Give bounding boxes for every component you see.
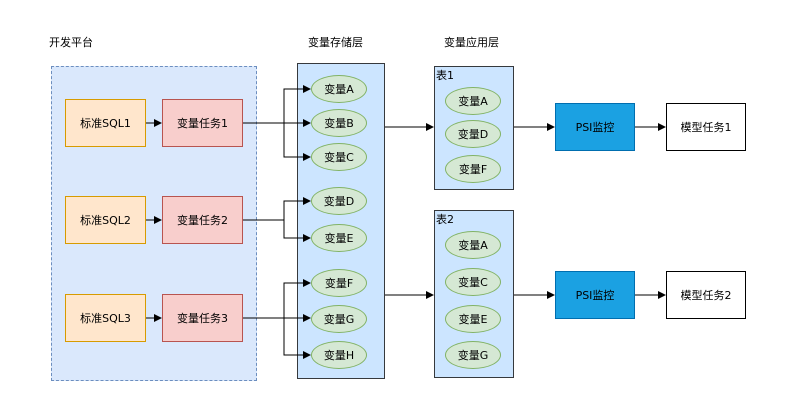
psi-box-1: PSI监控 — [555, 103, 635, 151]
arrow-task1-var-c — [283, 123, 311, 161]
table-2-title: 表2 — [436, 213, 454, 226]
table-1-var-d: 变量D — [445, 120, 501, 148]
arrow-task2-var-d — [243, 197, 311, 221]
storage-var-h: 变量H — [311, 341, 367, 369]
model-box-2: 模型任务2 — [666, 271, 746, 319]
table-2-var-e: 变量E — [445, 305, 501, 333]
application-header: 变量应用层 — [444, 36, 499, 49]
storage-var-c: 变量C — [311, 143, 367, 171]
arrow-task2-var-e — [283, 220, 311, 242]
storage-var-f: 变量F — [311, 269, 367, 297]
task-box-1: 变量任务1 — [162, 99, 243, 147]
psi-box-2: PSI监控 — [555, 271, 635, 319]
table-2-var-g: 变量G — [445, 341, 501, 369]
platform-header: 开发平台 — [49, 36, 93, 49]
task-box-2: 变量任务2 — [162, 196, 243, 244]
sql-box-2: 标准SQL2 — [65, 196, 146, 244]
table-2-var-c: 变量C — [445, 268, 501, 296]
storage-var-b: 变量B — [311, 109, 367, 137]
arrow-task1-var-a — [243, 85, 311, 124]
arrow-task3-var-f — [243, 279, 311, 319]
arrow-task3-var-h — [283, 318, 311, 359]
storage-var-g: 变量G — [311, 305, 367, 333]
model-box-1: 模型任务1 — [666, 103, 746, 151]
storage-var-e: 变量E — [311, 224, 367, 252]
table-2-var-a: 变量A — [445, 231, 501, 259]
table-1-title: 表1 — [436, 69, 454, 82]
sql-box-1: 标准SQL1 — [65, 99, 146, 147]
task-box-3: 变量任务3 — [162, 294, 243, 342]
storage-header: 变量存储层 — [308, 36, 363, 49]
storage-var-a: 变量A — [311, 75, 367, 103]
table-1-var-f: 变量F — [445, 155, 501, 183]
sql-box-3: 标准SQL3 — [65, 294, 146, 342]
storage-var-d: 变量D — [311, 187, 367, 215]
table-1-var-a: 变量A — [445, 87, 501, 115]
